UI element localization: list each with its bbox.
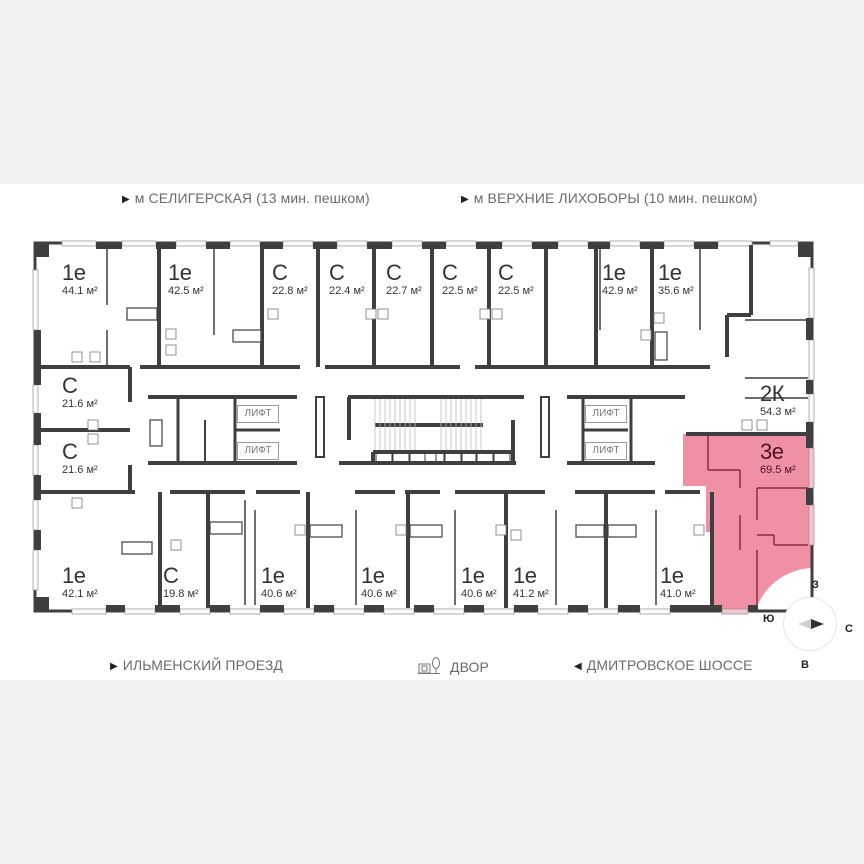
pointer-triangle-icon: ▶: [461, 194, 469, 205]
lift-label: ЛИФТ: [237, 405, 279, 423]
pointer-triangle-icon: ▶: [110, 661, 118, 672]
yard-label: ДВОР: [418, 657, 489, 675]
lift-label: ЛИФТ: [585, 405, 627, 423]
compass-north-label: С: [845, 623, 853, 635]
pointer-triangle-icon: ▶: [122, 194, 130, 205]
top-band: [0, 0, 864, 184]
bottom-band: [0, 680, 864, 864]
lift-label: ЛИФТ: [237, 442, 279, 460]
compass-west-label: З: [812, 579, 819, 591]
compass-east-label: В: [801, 659, 809, 671]
metro-label-verkhnie-likhobory: ▶м ВЕРХНИЕ ЛИХОБОРЫ (10 мин. пешком): [461, 190, 758, 206]
street-label-ilmensky: ▶ИЛЬМЕНСКИЙ ПРОЕЗД: [110, 657, 283, 673]
playground-tree-icon: [418, 657, 440, 674]
compass: [783, 597, 837, 651]
lift-label: ЛИФТ: [585, 442, 627, 460]
compass-south-label: Ю: [763, 613, 775, 625]
pointer-triangle-left-icon: ◀: [574, 661, 582, 672]
compass-arrow-icon: [798, 619, 824, 629]
street-label-dmitrovskoe: ◀ДМИТРОВСКОЕ ШОССЕ: [574, 657, 753, 673]
metro-label-seligerskaya: ▶м СЕЛИГЕРСКАЯ (13 мин. пешком): [122, 190, 370, 206]
apartment-3e-highlight[interactable]: [683, 434, 812, 612]
